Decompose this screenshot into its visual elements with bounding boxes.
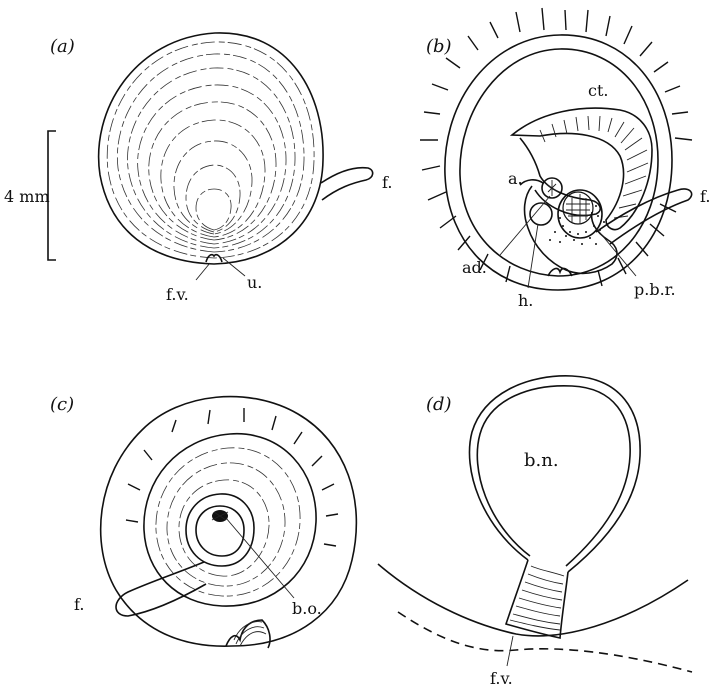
panel-a: (a) 4 mm f. u. f.v. xyxy=(4,33,392,304)
panel-b: (b) xyxy=(420,8,710,310)
label-b-adductor: ad. xyxy=(462,258,487,277)
balloon xyxy=(469,376,640,572)
ctenidium-lamellae xyxy=(540,116,648,218)
scale-bar: 4 mm xyxy=(4,131,56,260)
scale-bar-label: 4 mm xyxy=(4,187,50,206)
ctenidium xyxy=(512,108,652,229)
label-b-ctenidium: ct. xyxy=(588,81,608,100)
panel-c: (c) xyxy=(50,394,356,648)
label-c-foot: f. xyxy=(74,595,84,614)
shell-outline-b xyxy=(445,35,672,290)
label-a-umbo: u. xyxy=(247,273,262,292)
panel-label-a: (a) xyxy=(50,36,75,57)
foot-a xyxy=(321,168,373,200)
label-a-foot: f. xyxy=(382,173,392,192)
panel-d: (d) b.n. f.v. xyxy=(378,376,692,684)
label-d-fv: f.v. xyxy=(490,669,513,684)
label-d-bn: b.n. xyxy=(524,450,559,471)
label-b-pbr: p.b.r. xyxy=(634,280,676,299)
stalk-lamellae xyxy=(510,566,564,630)
foot-b xyxy=(596,189,692,244)
panel-label-d: (d) xyxy=(426,394,452,415)
panel-label-c: (c) xyxy=(50,394,74,415)
substrate-line xyxy=(398,612,692,672)
label-b-foot: f. xyxy=(700,187,710,206)
label-c-bo: b.o. xyxy=(292,599,322,618)
label-a-fv: f.v. xyxy=(166,285,189,304)
panel-label-b: (b) xyxy=(426,36,452,57)
growth-rings-a xyxy=(107,42,314,258)
label-b-heart: h. xyxy=(518,291,533,310)
label-b-a: a. xyxy=(508,169,523,188)
